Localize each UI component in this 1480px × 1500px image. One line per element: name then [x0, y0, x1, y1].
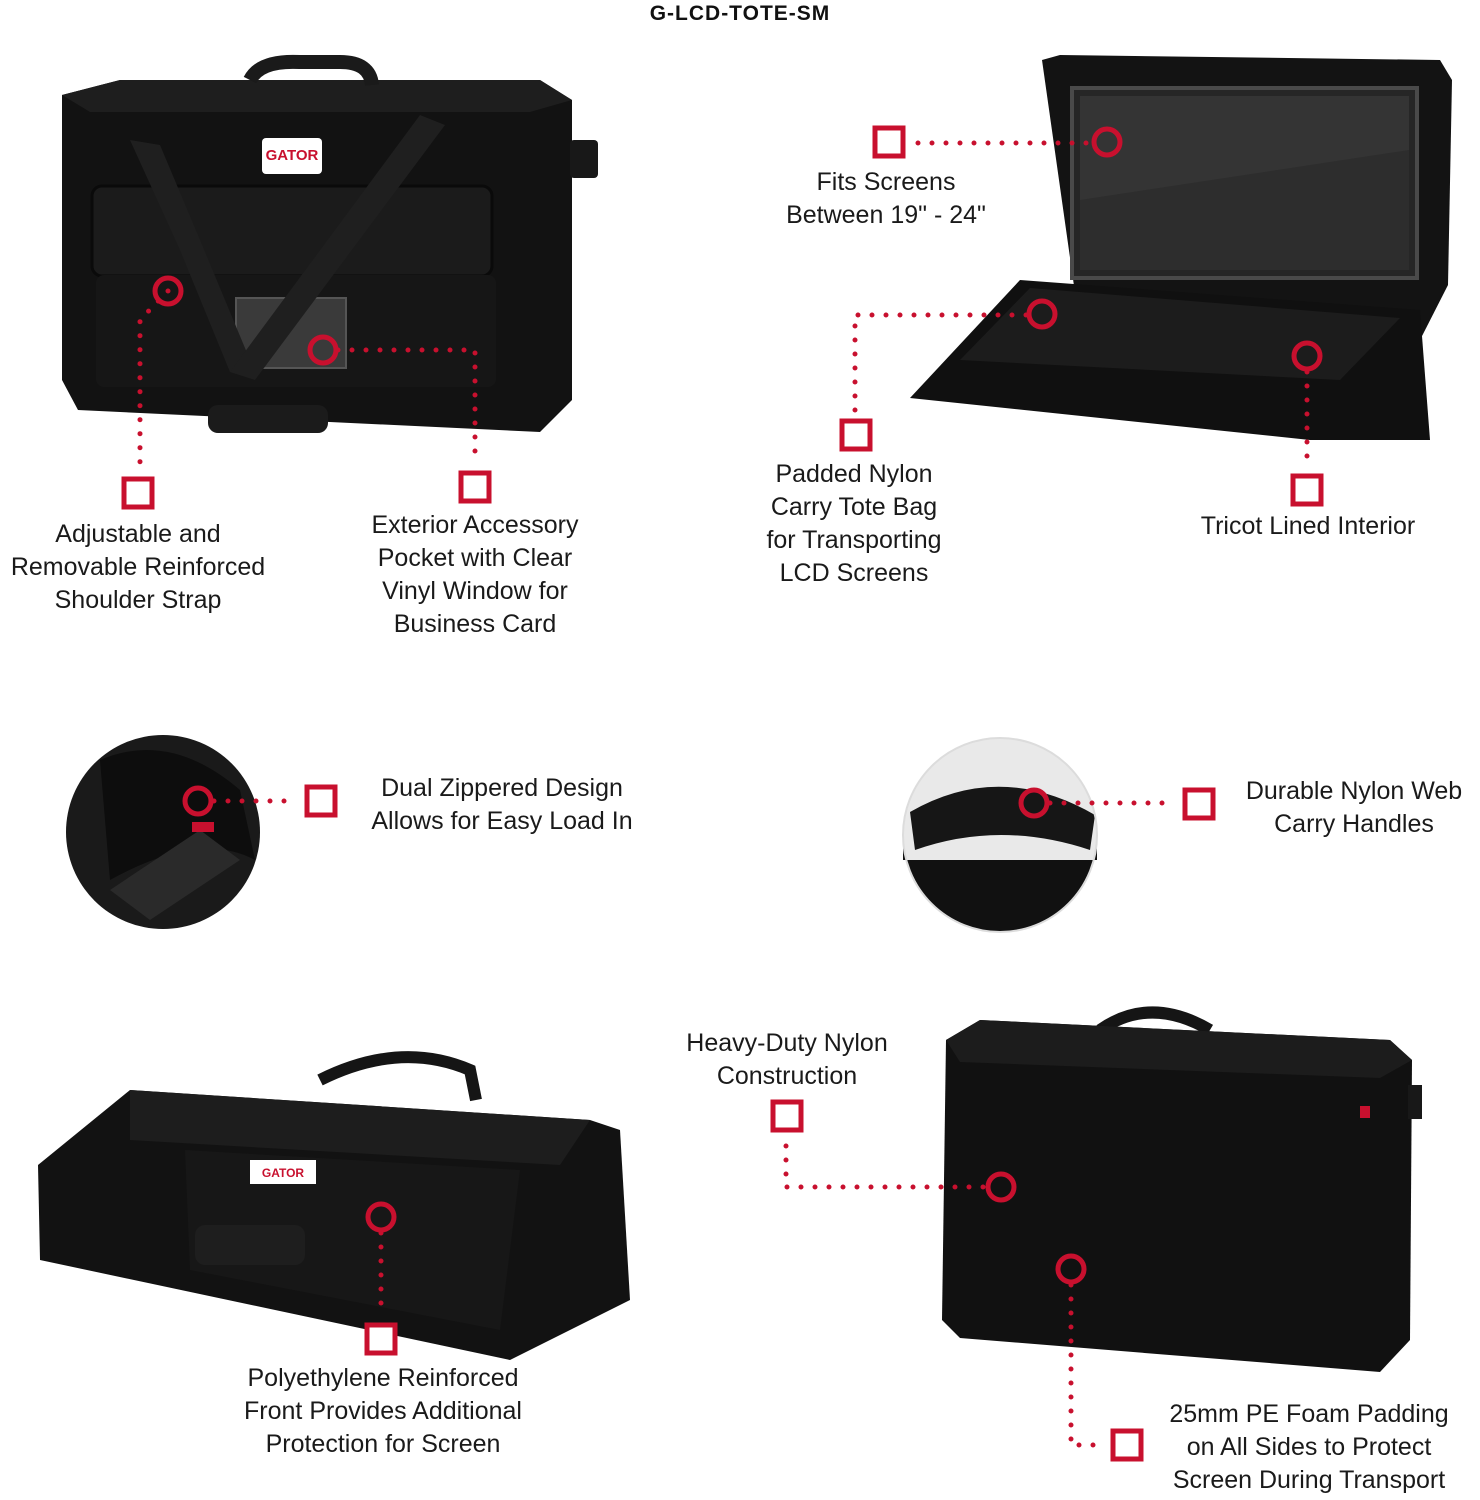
feature-label-poly: Polyethylene Reinforced Front Provides A… — [244, 1364, 522, 1458]
brand-logo-text-2: GATOR — [262, 1166, 305, 1180]
brand-logo-text: GATOR — [266, 147, 319, 164]
bag-open-screen-image — [910, 55, 1452, 440]
feature-label-handles: Durable Nylon Web Carry Handles — [1245, 777, 1463, 838]
zipper-detail-image — [66, 735, 260, 929]
callout-fits-connector — [872, 125, 1123, 159]
feature-label-zipper: Dual Zippered Design Allows for Easy Loa… — [371, 774, 633, 835]
callout-pocket-connector — [307, 334, 492, 504]
bag-side-image — [942, 1006, 1422, 1372]
handle-detail-image — [902, 737, 1098, 933]
callout-handles-connector — [1018, 787, 1216, 821]
callout-poly-connector — [364, 1201, 398, 1356]
callout-nylon-connector — [770, 1099, 1017, 1203]
callout-tricot-connector — [1290, 340, 1324, 507]
callout-foam-connector — [1055, 1253, 1144, 1462]
callout-padded-connector — [839, 298, 1058, 452]
feature-label-foam: 25mm PE Foam Padding on All Sides to Pro… — [1169, 1400, 1449, 1494]
feature-label-strap: Adjustable and Removable Reinforced Shou… — [10, 520, 266, 614]
feature-label-padded: Padded Nylon Carry Tote Bag for Transpor… — [766, 460, 942, 587]
feature-label-fits: Fits Screens Between 19" - 24" — [786, 168, 986, 229]
feature-label-nylon: Heavy-Duty Nylon Construction — [686, 1029, 888, 1090]
bag-flat-image: GATOR — [38, 1051, 630, 1360]
feature-label-tricot: Tricot Lined Interior — [1200, 512, 1416, 540]
bag-front-image: GATOR — [62, 54, 598, 433]
callout-strap-connector — [121, 275, 184, 510]
page-title: G-LCD-TOTE-SM — [649, 2, 831, 25]
feature-label-pocket: Exterior Accessory Pocket with Clear Vin… — [371, 511, 579, 638]
callout-zipper-connector — [182, 784, 338, 818]
